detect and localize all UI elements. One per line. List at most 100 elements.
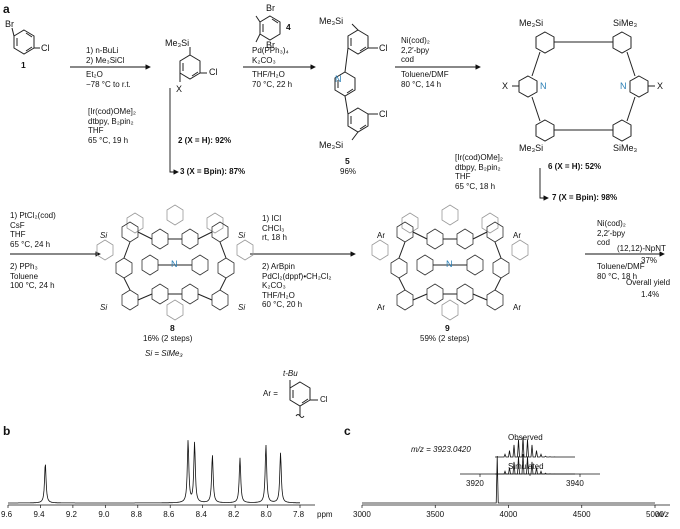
ms-inset-tick-1: 3920 — [466, 479, 484, 488]
compound-8-si-label-3: Si — [100, 303, 108, 312]
ms-peak-label: m/z = 3923.0420 — [411, 445, 471, 454]
nmr-tick-label: 9.0 — [98, 510, 110, 519]
compound-9-structure — [371, 204, 529, 321]
nmr-tick-label: 8.6 — [163, 510, 175, 519]
compound-9-n: N — [446, 259, 453, 269]
nmr-tick-label: 8.4 — [195, 510, 207, 519]
step8-conditions: Toluene/DMF 80 °C, 18 h — [597, 262, 645, 281]
step1-conditions: Et₂O −78 °C to r.t. — [86, 70, 131, 89]
step2-cond-2: 70 °C, 22 h — [252, 79, 293, 89]
compound-8-structure — [96, 204, 254, 321]
compound-8-n: N — [171, 259, 178, 269]
step1-line-2: 2) Me₃SiCl — [86, 55, 125, 65]
step7-cond-2: PdCl₂(dppf)•CH₂Cl₂ — [262, 271, 332, 281]
compound-67-si-bl: Me₃Si — [519, 143, 544, 153]
step5-line-2: dtbpy, B₂pin₂ — [455, 162, 501, 172]
step5-line-1: [Ir(cod)OMe]₂ — [455, 153, 503, 162]
step1-cond-1: Et₂O — [86, 70, 103, 79]
panel-label-b: b — [3, 424, 11, 438]
step2-line-1: Pd(PPh₃)₄ — [252, 46, 289, 55]
step4-conditions: [Ir(cod)OMe]₂ dtbpy, B₂pin₂ THF 65 °C, 1… — [88, 107, 136, 145]
step3-line-2: 2,2′-bpy — [401, 45, 430, 55]
compound-6-7-structure — [512, 31, 655, 142]
ms-inset-tick-2: 3940 — [566, 479, 584, 488]
step2-conditions: THF/H₂O 70 °C, 22 h — [252, 70, 292, 89]
step3-reagents: Ni(cod)₂ 2,2′-bpy cod — [401, 36, 430, 65]
step1-line-1: 1) n-BuLi — [86, 46, 119, 55]
compound-4-number: 4 — [286, 22, 291, 32]
step4-line-4: 65 °C, 19 h — [88, 135, 129, 145]
ar-group-structure — [289, 380, 318, 418]
step2-cond-1: THF/H₂O — [252, 70, 285, 79]
compound-9-ar-label-4: Ar — [513, 303, 521, 312]
compound-8-si-label: Si — [100, 231, 108, 240]
step5-line-3: THF — [455, 172, 471, 182]
ms-tick-label: 4000 — [499, 510, 518, 519]
step3-cond-1: Toluene/DMF — [401, 70, 449, 79]
step3-conditions: Toluene/DMF 80 °C, 14 h — [401, 70, 449, 89]
nmr-tick-label: 9.4 — [33, 510, 45, 519]
step6-reagents: 1) PtCl₂(cod) CsF THF 65 °C, 24 h — [10, 211, 56, 249]
product-block: (12,12)-NpNT — [617, 244, 666, 254]
step7-conditions: 2) ArBpin PdCl₂(dppf)•CH₂Cl₂ K₂CO₃ THF/H… — [262, 262, 331, 310]
step4-line-1: [Ir(cod)OMe]₂ — [88, 107, 136, 116]
nmr-tick-label: 7.8 — [293, 510, 305, 519]
compound-4-structure — [255, 15, 281, 43]
compound-67-x1: X — [502, 81, 509, 91]
compound-1-cl: Cl — [41, 43, 50, 53]
step8-cond-2: 80 °C, 18 h — [597, 271, 638, 281]
compound-9-ar-label-2: Ar — [513, 231, 521, 240]
compound-8-si-label-2: Si — [238, 231, 246, 240]
step1-reagents: 1) n-BuLi 2) Me₃SiCl — [86, 46, 124, 65]
arrow-step-borylation-2 — [539, 168, 549, 201]
product-yield: 37% — [641, 256, 658, 265]
compound-67-n1: N — [540, 81, 547, 91]
compound-8-yield: 16% (2 steps) — [143, 334, 193, 343]
step6-line-2: CsF — [10, 220, 25, 230]
ms-inset-simulated: Simulated — [508, 462, 544, 471]
compound-9-ar-label: Ar — [377, 231, 385, 240]
compound-2-3-structure — [179, 47, 207, 82]
nmr-tick-label: 9.2 — [65, 510, 77, 519]
overall-yield-value: 1.4% — [641, 290, 660, 299]
overall-yield-label: Overall yield — [626, 278, 671, 287]
panel-label-c: c — [344, 424, 351, 438]
step3-cond-2: 80 °C, 14 h — [401, 79, 442, 89]
step6-cond-1: 2) PPh₃ — [10, 262, 38, 271]
step6-conditions: 2) PPh₃ Toluene 100 °C, 24 h — [10, 262, 55, 291]
ar-definition-tbu: t-Bu — [283, 369, 298, 378]
ms-tick-label: 5000 — [646, 510, 664, 519]
step2-line-2: K₂CO₃ — [252, 55, 276, 65]
ar-definition-label: Ar = — [263, 389, 278, 398]
compound-5-si1: Me₃Si — [319, 16, 344, 26]
arrow-step-borylation-1 — [169, 88, 179, 175]
compound-4-br1: Br — [266, 3, 275, 13]
step7-line-2: CHCl₃ — [262, 223, 285, 233]
compound-1-structure — [11, 27, 40, 55]
step7-line-3: rt, 18 h — [262, 233, 287, 243]
compound-9-yield: 59% (2 steps) — [420, 334, 470, 343]
ms-spectrum — [361, 436, 670, 508]
compound-67-x2: X — [657, 81, 664, 91]
compound-5-n: N — [335, 74, 342, 84]
compound-8-number: 8 — [170, 323, 175, 333]
compound-7-yield: 7 (X = Bpin): 98% — [552, 193, 618, 202]
compound-23-si: Me₃Si — [165, 38, 190, 48]
step8-line-2: 2,2′-bpy — [597, 228, 626, 238]
compound-2-yield: 2 (X = H): 92% — [178, 136, 232, 145]
ms-tick-label: 3500 — [426, 510, 445, 519]
compound-5-number: 5 — [345, 156, 350, 166]
step7-cond-4: THF/H₂O — [262, 290, 295, 300]
compound-4-br2: Br — [266, 40, 275, 50]
ar-definition-cl: Cl — [320, 395, 328, 404]
step7-reagents: 1) ICl CHCl₃ rt, 18 h — [262, 214, 287, 243]
compound-9-number: 9 — [445, 323, 450, 333]
step7-line-1: 1) ICl — [262, 214, 282, 223]
step7-cond-3: K₂CO₃ — [262, 281, 286, 291]
compound-67-si-br: SiMe₃ — [613, 143, 638, 153]
step4-line-2: dtbpy, B₂pin₂ — [88, 116, 134, 126]
step7-cond-5: 60 °C, 20 h — [262, 300, 303, 310]
product-name: (12,12)-NpNT — [617, 244, 666, 253]
compound-6-yield: 6 (X = H): 52% — [548, 162, 602, 171]
nmr-spectrum — [7, 440, 315, 508]
